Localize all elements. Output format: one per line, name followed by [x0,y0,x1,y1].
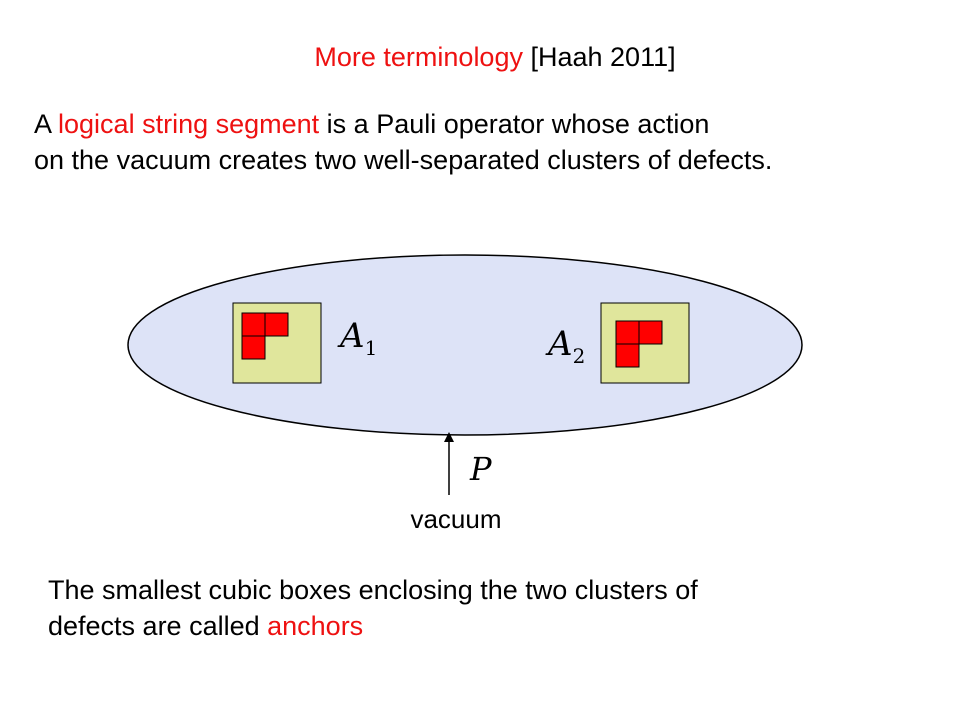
footer-prefix: defects are called [48,611,268,641]
defect-cell [615,343,640,368]
footer-term: anchors [267,611,364,641]
footer-paragraph: The smallest cubic boxes enclosing the t… [48,572,698,644]
defect-cell [241,312,266,337]
definition-line-1: A logical string segment is a Pauli oper… [34,106,772,142]
title-text: More terminology [314,42,523,72]
defect-cluster-left [241,312,289,360]
definition-suffix: is a Pauli operator whose action [319,109,710,139]
definition-term: logical string segment [58,109,320,139]
defect-cell [615,320,640,345]
defect-cell [241,335,266,360]
vacuum-label: vacuum [410,504,501,534]
title-citation: [Haah 2011] [530,42,676,72]
defect-cell [638,320,663,345]
region-ellipse [127,254,803,436]
anchor-box-left [232,302,322,384]
defect-cell [264,312,289,337]
definition-prefix: A [34,109,59,139]
anchor-box-right [600,302,690,384]
anchor-label-left: A1 [337,316,377,360]
slide-title: More terminology [Haah 2011] [0,40,960,74]
defect-cluster-right [615,320,663,368]
footer-line-2: defects are called anchors [48,608,698,644]
definition-line-2: on the vacuum creates two well-separated… [34,145,773,175]
footer-line-1: The smallest cubic boxes enclosing the t… [48,575,698,605]
anchor-label-right: A2 [545,324,585,368]
definition-paragraph: A logical string segment is a Pauli oper… [34,106,772,178]
operator-label: P [469,450,492,488]
